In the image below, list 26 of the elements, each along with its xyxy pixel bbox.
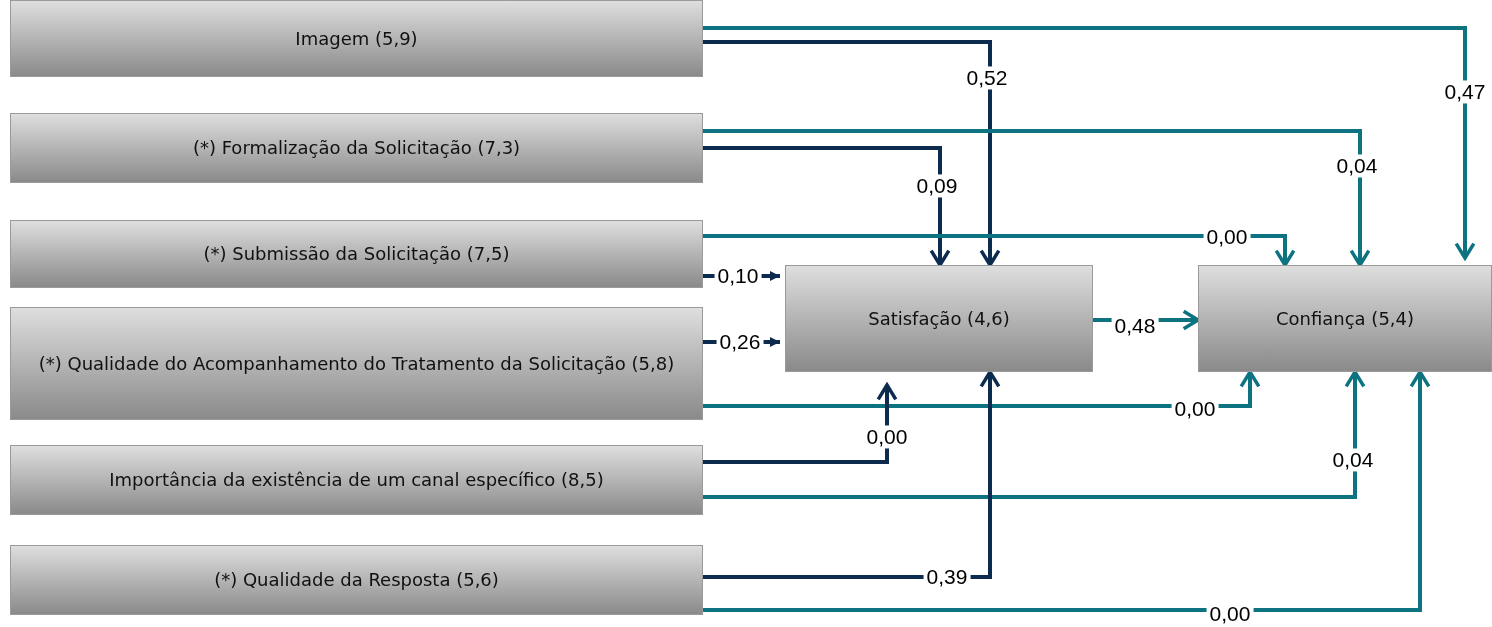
arrow — [703, 129, 1371, 267]
process-box — [10, 0, 703, 77]
process-box — [1198, 265, 1492, 372]
arrow — [703, 234, 1296, 267]
process-box — [785, 265, 1093, 372]
arrow — [703, 26, 1476, 260]
box-label: (*) Formalização da Solicitação (7,3) — [192, 136, 521, 160]
arrow — [703, 370, 1431, 612]
box-label: Imagem (5,9) — [295, 26, 418, 51]
arrow — [703, 146, 951, 267]
arrow — [703, 370, 1001, 579]
box-label: (*) Qualidade da Resposta (5,6) — [214, 568, 499, 592]
box-label: Satisfação (4,6) — [868, 306, 1010, 331]
arrow — [703, 383, 898, 464]
process-box — [10, 445, 703, 515]
process-box — [10, 307, 703, 420]
box-label: (*) Qualidade do Acompanhamento do Tratamento da Solicitação (5,8) — [38, 351, 675, 376]
process-box — [10, 545, 703, 615]
process-box — [10, 113, 703, 183]
box-label: (*) Submissão da Solicitação (7,5) — [203, 242, 510, 266]
box-label: Importância da existência de um canal específico (8,5) — [109, 468, 604, 492]
arrow — [703, 370, 1366, 499]
arrow — [703, 370, 1261, 408]
box-label: Confiança (5,4) — [1275, 306, 1415, 331]
process-box — [10, 220, 703, 288]
arrow — [703, 40, 1001, 267]
